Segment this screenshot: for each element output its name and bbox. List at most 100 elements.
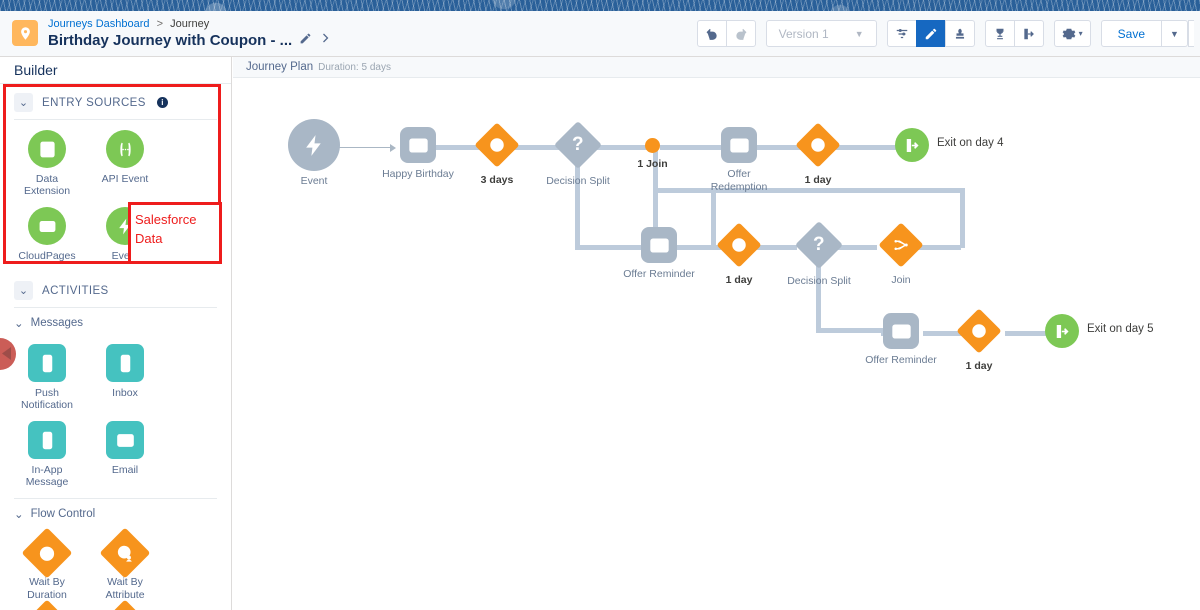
- palette-item-in-app-message[interactable]: In-App Message: [16, 421, 78, 488]
- redo-icon[interactable]: [725, 20, 756, 47]
- node-join-2[interactable]: Join: [878, 222, 924, 286]
- connector-join2-to-offer: [653, 188, 963, 193]
- save-group: Save ▼: [1100, 20, 1194, 47]
- divider: [14, 307, 217, 309]
- connector-row3-c: [1005, 331, 1050, 336]
- journey-plan-duration: Duration: 5 days: [318, 61, 391, 73]
- page-title: Birthday Journey with Coupon - ...: [48, 31, 293, 49]
- entry-sources-palette: Data Extension API Event CloudPages Even…: [0, 120, 231, 272]
- exit-icon[interactable]: [1013, 20, 1044, 47]
- chevron-right-icon[interactable]: [319, 32, 331, 48]
- palette-item-partial-b[interactable]: [94, 599, 156, 610]
- connector-split1-to-reminder: [575, 245, 655, 250]
- palette-item-label: API Event: [101, 173, 149, 185]
- node-decision-split-1[interactable]: ? Decision Split: [546, 120, 610, 187]
- wait-attribute-icon: [99, 599, 151, 610]
- toolbar-edge-sliver: [1188, 20, 1194, 47]
- palette-item-push-notification[interactable]: Push Notification: [16, 344, 78, 411]
- chevron-down-icon: ▼: [854, 28, 864, 39]
- breadcrumb-root[interactable]: Journeys Dashboard: [48, 18, 150, 31]
- node-join-1[interactable]: 1 Join: [637, 138, 668, 170]
- sidebar-section-entry-sources[interactable]: ⌄ ENTRY SOURCES i: [0, 84, 231, 119]
- settings-gear-button[interactable]: ▾: [1053, 20, 1091, 47]
- palette-item-partial-a[interactable]: [16, 599, 78, 610]
- messages-palette: Push Notification Inbox In-App Message E…: [0, 334, 231, 498]
- palette-item-data-extension[interactable]: Data Extension: [16, 130, 78, 197]
- save-button[interactable]: Save: [1100, 20, 1162, 47]
- palette-item-wait-by-attribute[interactable]: Wait By Attribute: [94, 527, 156, 601]
- node-wait-3-days[interactable]: 3 days: [474, 122, 520, 186]
- connector-split2-right: [816, 328, 886, 333]
- clock-icon: [956, 308, 1002, 354]
- pencil-icon[interactable]: [299, 32, 312, 49]
- info-icon[interactable]: i: [156, 97, 168, 108]
- palette-item-label: CloudPages: [18, 250, 76, 263]
- version-dropdown[interactable]: Version 1 ▼: [765, 20, 877, 47]
- question-icon: ?: [553, 120, 603, 170]
- node-decision-split-2[interactable]: ? Decision Split: [787, 220, 851, 287]
- connector-entry: [323, 147, 391, 148]
- node-offer-reminder-email-1[interactable]: Offer Reminder: [623, 227, 695, 280]
- node-label: 1 day: [965, 360, 993, 372]
- join-icon: [878, 222, 924, 268]
- palette-item-api-event[interactable]: API Event: [94, 130, 156, 197]
- node-label: 3 days: [480, 174, 514, 186]
- wait-attribute-icon: [99, 527, 151, 579]
- palette-item-label: In-App Message: [25, 464, 69, 489]
- email-icon: [641, 227, 677, 263]
- chevron-down-icon[interactable]: ⌄: [14, 281, 33, 301]
- undo-redo-group: [696, 20, 756, 47]
- join-dot-icon: [645, 138, 660, 153]
- palette-item-email[interactable]: Email: [94, 421, 156, 488]
- email-icon: [400, 127, 436, 163]
- sidebar-group-flow-control[interactable]: ⌄ Flow Control: [0, 499, 231, 525]
- connector-row2-b: [669, 245, 721, 250]
- palette-item-label: Data Extension: [23, 173, 71, 198]
- wait-clock-icon: [21, 527, 73, 579]
- edit-mode-pencil-icon[interactable]: [915, 20, 946, 47]
- journey-plan-bar: Journey Plan Duration: 5 days: [233, 57, 1200, 78]
- stamp-icon[interactable]: [944, 20, 975, 47]
- sidebar-section-label: ACTIVITIES: [42, 284, 109, 297]
- sidebar-group-messages[interactable]: ⌄ Messages: [0, 308, 231, 334]
- salesforce-data-callout-label: Salesforce Data: [135, 212, 197, 246]
- palette-item-cloudpages[interactable]: CloudPages: [16, 207, 78, 262]
- filter-icon[interactable]: [886, 20, 917, 47]
- connector-entry-arrowhead: [390, 143, 396, 152]
- node-happy-birthday-email[interactable]: Happy Birthday: [382, 127, 454, 180]
- version-label: Version 1: [778, 26, 829, 41]
- palette-item-wait-by-duration[interactable]: Wait By Duration: [16, 527, 78, 601]
- connector-join1-drop: [711, 188, 716, 245]
- chevron-down-icon[interactable]: ⌄: [14, 93, 33, 112]
- node-offer-redemption-email[interactable]: Offer Redemption: [711, 127, 767, 193]
- header-title-block: Journeys Dashboard > Journey Birthday Jo…: [48, 18, 331, 49]
- palette-item-label: Wait By Duration: [27, 576, 67, 601]
- node-wait-1-day-c[interactable]: 1 day: [956, 308, 1002, 372]
- sidebar-section-activities[interactable]: ⌄ ACTIVITIES: [0, 272, 231, 307]
- node-label: Offer Reminder: [623, 268, 695, 280]
- bolt-icon: [288, 119, 340, 171]
- header-toolbar: Version 1 ▼ ▾ Sa: [696, 20, 1200, 47]
- journey-canvas[interactable]: Journey Plan Duration: 5 days: [233, 57, 1200, 610]
- journey-stage: Event Happy Birthday 3 days ? Decision S…: [233, 78, 1200, 610]
- palette-item-label: Wait By Attribute: [105, 576, 145, 601]
- node-offer-reminder-email-2[interactable]: Offer Reminder: [865, 313, 937, 366]
- save-dropdown-caret[interactable]: ▼: [1162, 20, 1188, 47]
- clock-icon: [795, 122, 841, 168]
- chevron-down-icon: ⌄: [14, 509, 24, 522]
- connector-row1-a: [428, 145, 503, 150]
- node-wait-1-day-b[interactable]: 1 day: [716, 222, 762, 286]
- question-icon: ?: [794, 220, 844, 270]
- node-label: Decision Split: [546, 175, 610, 187]
- palette-item-inbox[interactable]: Inbox: [94, 344, 156, 411]
- node-event-entry[interactable]: Event: [288, 119, 340, 187]
- undo-icon[interactable]: [696, 20, 727, 47]
- node-exit-day-4[interactable]: Exit on day 4: [895, 128, 1003, 162]
- node-label: 1 Join: [637, 158, 668, 170]
- connector-split2-down: [816, 245, 821, 333]
- node-exit-day-5[interactable]: Exit on day 5: [1045, 314, 1153, 348]
- divider: [14, 119, 217, 120]
- node-wait-1-day-a[interactable]: 1 day: [795, 122, 841, 186]
- data-extension-icon: [28, 130, 66, 168]
- trophy-icon[interactable]: [984, 20, 1015, 47]
